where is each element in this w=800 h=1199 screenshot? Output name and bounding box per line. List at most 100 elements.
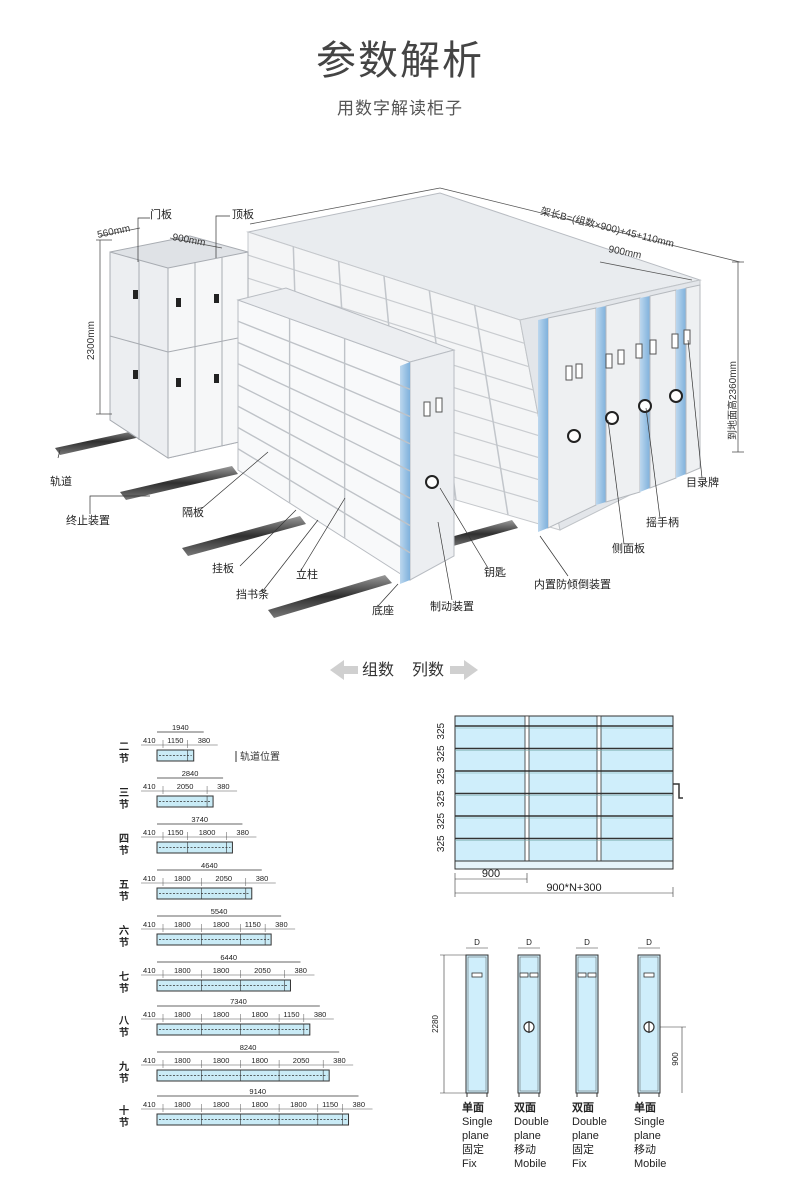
side-panel-inner xyxy=(519,956,539,1092)
page-subtitle: 用数字解读柜子 xyxy=(337,99,463,118)
catalog-tag-icon xyxy=(643,972,655,978)
right-dim: 380 xyxy=(294,966,307,975)
column-line xyxy=(473,305,509,516)
catalog-tag-icon xyxy=(519,972,529,978)
segment-dim: 1800 xyxy=(174,1010,191,1019)
side-panel-inner xyxy=(467,956,487,1092)
segment-dim: 2050 xyxy=(254,966,271,975)
right-dim: 380 xyxy=(217,782,230,791)
side-type-label: plane xyxy=(514,1130,541,1142)
segment-dim: 1800 xyxy=(199,828,216,837)
group-bar xyxy=(156,1113,350,1126)
row-height-label: 325 xyxy=(436,722,447,739)
catalog-tag-icon xyxy=(529,972,539,978)
side-type-label: 双面 xyxy=(514,1101,536,1114)
group-label-char: 九 xyxy=(118,1060,129,1073)
left-door-cabinets xyxy=(109,235,249,459)
segment-dim: 1800 xyxy=(213,1056,230,1065)
segment-dim: 1800 xyxy=(213,966,230,975)
left-dim: 410 xyxy=(143,828,156,837)
left-dim: 410 xyxy=(143,1100,156,1109)
dim-depth: 560mm xyxy=(96,223,131,241)
total-dim: 8240 xyxy=(240,1043,257,1052)
group-label-char: 七 xyxy=(119,970,129,983)
group-label-char: 十 xyxy=(119,1104,129,1117)
row-height-label: 325 xyxy=(436,745,447,762)
side-type-label: plane xyxy=(634,1130,661,1142)
left-dim: 410 xyxy=(143,874,156,883)
side-type-label: plane xyxy=(462,1130,489,1142)
side-type-label: Single xyxy=(462,1116,493,1128)
group-label-char: 三 xyxy=(119,787,129,799)
segment-dim: 2050 xyxy=(215,874,232,883)
dim-height: 2300mm xyxy=(86,321,97,360)
col-width-label: 900 xyxy=(482,868,500,880)
group-label-char: 四 xyxy=(119,833,129,845)
segment-dim: 1800 xyxy=(174,874,191,883)
front-shelf-line xyxy=(237,341,411,418)
side-type-label: 单面 xyxy=(634,1100,656,1114)
front-base xyxy=(454,860,674,870)
segment-dim: 2050 xyxy=(177,782,194,791)
label-top: 顶板 xyxy=(232,207,254,221)
total-dim: 7340 xyxy=(230,997,247,1006)
group-label-char: 节 xyxy=(119,936,129,949)
segment-dim: 1800 xyxy=(174,920,191,929)
group-label-char: 五 xyxy=(119,879,129,891)
group-label-char: 节 xyxy=(119,1072,129,1085)
row-height-label: 325 xyxy=(436,835,447,852)
front-shelf-line xyxy=(237,426,411,527)
segment-dim: 1800 xyxy=(213,920,230,929)
segment-dim: 1150 xyxy=(167,736,183,745)
arrow-left-icon xyxy=(330,660,358,680)
depth-mark: D xyxy=(526,938,532,947)
page-title: 参数解析 xyxy=(316,38,484,84)
segment-dim: 1150 xyxy=(283,1010,299,1019)
total-dim: 2840 xyxy=(182,769,199,778)
group-label-char: 节 xyxy=(119,1026,129,1039)
front-shelf-line xyxy=(237,405,411,499)
segment-dim: 1800 xyxy=(174,1056,191,1065)
right-dim: 380 xyxy=(314,1010,327,1019)
label-rail: 轨道 xyxy=(50,474,72,488)
dim-ground-height: 到地面高2360mm xyxy=(726,361,739,440)
side-type-label: 固定 xyxy=(462,1142,484,1156)
arrow-right-icon xyxy=(450,660,478,680)
dimension-lines xyxy=(96,187,744,453)
side-type-label: 双面 xyxy=(572,1101,594,1114)
front-frame xyxy=(454,715,674,862)
callout-lines xyxy=(57,215,703,607)
group-bar xyxy=(156,933,272,946)
total-dim: 5540 xyxy=(211,907,228,916)
group-label-char: 六 xyxy=(119,924,129,937)
group-label-char: 节 xyxy=(119,798,129,811)
side-type-label: 单面 xyxy=(462,1100,484,1114)
side-type-label: Double xyxy=(572,1116,607,1128)
section-left-label: 组数 xyxy=(362,661,394,679)
segment-dim: 1800 xyxy=(213,1010,230,1019)
front-shelf-line xyxy=(237,320,411,390)
right-dim: 380 xyxy=(236,828,249,837)
row-height-label: 325 xyxy=(436,812,447,829)
side-type-label: Double xyxy=(514,1116,549,1128)
depth-mark: D xyxy=(584,938,590,947)
label-key: 钥匙 xyxy=(484,565,506,579)
side-type-label: Fix xyxy=(462,1158,477,1170)
rails xyxy=(55,428,518,618)
segment-dim: 1800 xyxy=(213,1100,230,1109)
side-type-label: 移动 xyxy=(514,1143,536,1156)
label-hang: 挂板 xyxy=(212,561,234,575)
label-anti-tilt: 内置防倾倒装置 xyxy=(534,577,611,591)
left-dim: 410 xyxy=(143,966,156,975)
label-base: 底座 xyxy=(372,603,394,617)
side-type-label: Fix xyxy=(572,1158,587,1170)
total-dim: 4640 xyxy=(201,861,218,870)
right-side-panels xyxy=(538,284,701,532)
row-height-label: 325 xyxy=(436,767,447,784)
side-type-label: Single xyxy=(634,1116,665,1128)
total-width-label: 900*N+300 xyxy=(546,882,601,894)
catalog-tag-icon xyxy=(471,972,483,978)
left-dim: 410 xyxy=(143,920,156,929)
segment-dim: 1800 xyxy=(174,1100,191,1109)
side-type-label: 移动 xyxy=(634,1143,656,1156)
